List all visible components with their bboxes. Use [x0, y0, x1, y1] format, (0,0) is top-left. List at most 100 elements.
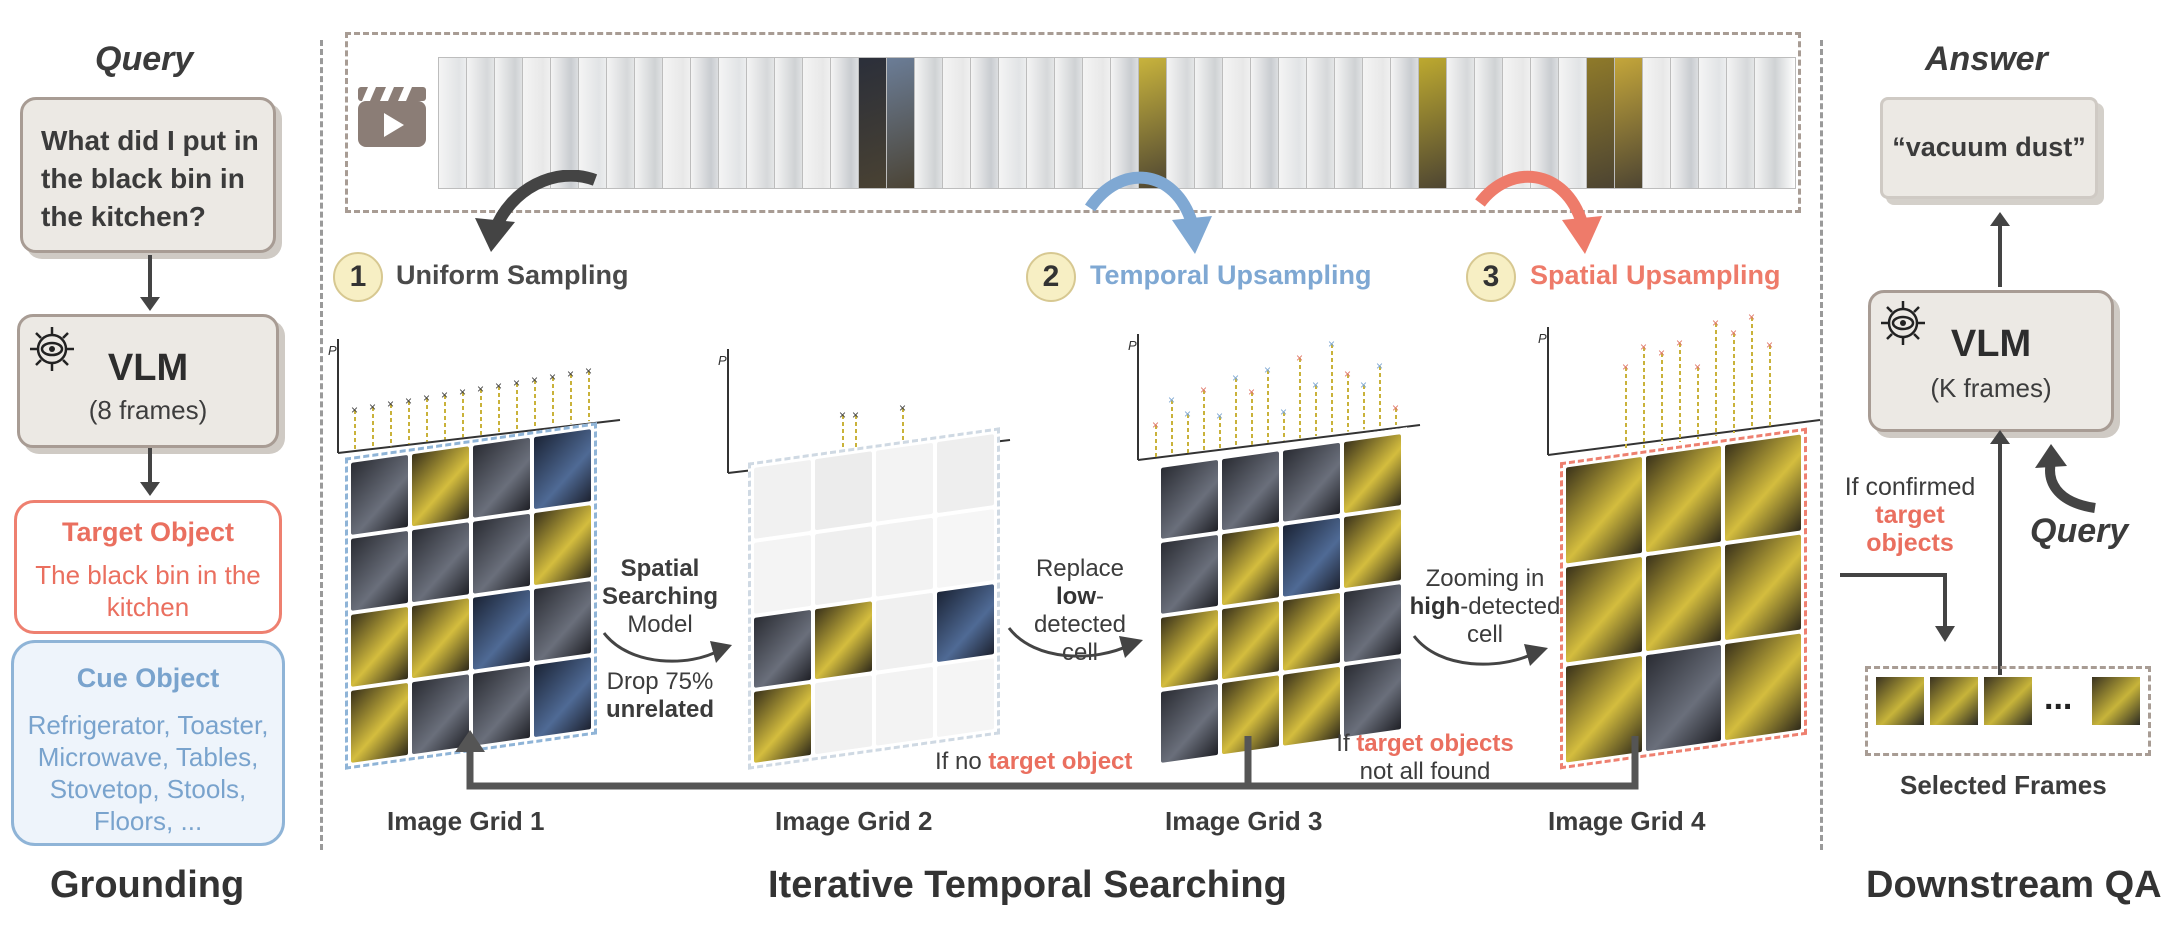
chart-marker-x: × [387, 397, 394, 411]
chart-marker-x: × [1328, 337, 1335, 351]
grid-cell [1645, 545, 1722, 652]
image-grid-1-label: Image Grid 1 [387, 806, 545, 836]
target-object-body: The black bin in the kitchen [35, 560, 261, 622]
grid-cell [1222, 526, 1279, 605]
chart-marker-x: × [1376, 359, 1383, 373]
grid-cell [754, 459, 811, 539]
chart1-markers: ×××××××××××××× [351, 364, 592, 451]
spatial-model-label: Spatial Searching Model [601, 555, 719, 638]
drop-unrelated-label: Drop 75% unrelated [605, 668, 715, 723]
search-section-title: Iterative Temporal Searching [768, 864, 1287, 906]
if-target-not-found-label: If target objects not all found [1336, 730, 1514, 785]
grid-cell [412, 446, 469, 527]
chart-marker-x: × [839, 408, 846, 422]
grid-cell [1344, 508, 1401, 588]
arrow-vlm-to-target [140, 448, 160, 496]
chart-marker-x: × [1694, 360, 1701, 374]
grid-cell [1161, 534, 1218, 614]
selected-frame-thumb [1876, 677, 1924, 725]
grid-cell [1283, 442, 1340, 522]
grid-cell [876, 517, 933, 597]
arrow-grid2-to-grid3 [1007, 627, 1143, 658]
chart-marker-x: × [1640, 340, 1647, 354]
axis-label-p: P [328, 343, 337, 358]
image-grid-2-label: Image Grid 2 [775, 806, 933, 836]
chart-marker-x: × [1232, 371, 1239, 385]
grid-cell [1645, 445, 1722, 552]
grid-cell [1283, 517, 1340, 597]
axis-label-p: P [1128, 338, 1137, 353]
grid-cell [815, 600, 872, 680]
grid-cell [1566, 456, 1642, 564]
if-no-target-label: If no target object [935, 748, 1133, 775]
selected-frames-box: ... [1865, 666, 2151, 756]
grid-cell [937, 434, 994, 513]
chart-marker-x: × [1748, 310, 1755, 324]
chart-marker-x: × [531, 373, 538, 387]
grid-cell [1566, 556, 1642, 663]
cue-object-box: Cue Object Refrigerator, Toaster, Microw… [11, 640, 285, 846]
answer-header: Answer [1925, 40, 2048, 78]
qa-section-title: Downstream QA [1866, 864, 2162, 906]
arrow-query-to-vlm [140, 255, 160, 311]
grid-cell [1222, 451, 1279, 531]
selected-frame-thumb [1930, 677, 1978, 725]
chart-marker-x: × [1168, 393, 1175, 407]
replace-low-label: Replace low-detected cell [1033, 555, 1127, 666]
grid-cell [351, 606, 408, 687]
grounding-section-title: Grounding [50, 864, 245, 906]
vlm-subtitle: (8 frames) [88, 395, 208, 425]
zoom-high-label: Zooming in high-detected cell [1409, 565, 1561, 648]
chart-marker-x: × [1676, 336, 1683, 350]
arrow-grid1-to-grid2 [602, 632, 732, 663]
video-frame-strip [345, 32, 1801, 213]
grid-cell [1344, 434, 1401, 513]
eye-chip-icon [1881, 301, 1925, 345]
grid-cell [815, 526, 872, 605]
image-grid-4-label: Image Grid 4 [1548, 806, 1706, 836]
chart-marker-x: × [441, 388, 448, 402]
grid-cell [937, 658, 994, 738]
chart-marker-x: × [369, 400, 376, 414]
vlm-subtitle: (K frames) [1930, 373, 2052, 403]
grid-cell [1344, 658, 1401, 738]
divider-right [1820, 40, 1823, 850]
chart-marker-x: × [1658, 346, 1665, 360]
curved-arrow-temporal [1085, 171, 1212, 254]
image-grid-3-label: Image Grid 3 [1165, 806, 1323, 836]
grid-cell [351, 682, 408, 763]
query-header: Query [95, 40, 194, 78]
grid-cell [1344, 583, 1401, 663]
chart-marker-x: × [495, 379, 502, 393]
chart-marker-x: × [852, 408, 859, 422]
grid-cell [473, 589, 530, 670]
chart3-markers: ×××××××××××××××× [1152, 337, 1399, 458]
curved-arrow-query-in [2035, 444, 2096, 513]
selected-frames-label: Selected Frames [1900, 770, 2107, 800]
step-3-label: Spatial Upsampling [1530, 260, 1781, 290]
if-confirmed-label: If confirmed target objects [1844, 473, 1976, 557]
chart-marker-x: × [1766, 338, 1773, 352]
chart-marker-x: × [1184, 407, 1191, 421]
grid-cell [754, 609, 811, 689]
chart-marker-x: × [1730, 326, 1737, 340]
arrow-frames-to-vlm [1990, 430, 2010, 675]
grid-cell [937, 583, 994, 663]
chart-marker-x: × [899, 401, 906, 415]
step-1-badge: 1 [333, 252, 383, 302]
image-grid-4 [1560, 427, 1807, 770]
grid-cell [754, 534, 811, 614]
step-2-badge: 2 [1026, 252, 1076, 302]
selected-frame-thumb [1984, 677, 2032, 725]
query-text: What did I put in the black bin in the k… [41, 125, 259, 232]
chart-marker-x: × [1392, 401, 1399, 415]
chart-marker-x: × [585, 364, 592, 378]
grid-cell [1283, 592, 1340, 671]
arrow-search-to-frames [1840, 573, 1955, 642]
image-grid-2 [748, 427, 1000, 770]
vlm-title: VLM [107, 347, 189, 389]
grid-cell [1725, 534, 1801, 641]
step-1-label: Uniform Sampling [396, 260, 629, 290]
chart-marker-x: × [1622, 360, 1629, 374]
grid-cell [876, 442, 933, 522]
